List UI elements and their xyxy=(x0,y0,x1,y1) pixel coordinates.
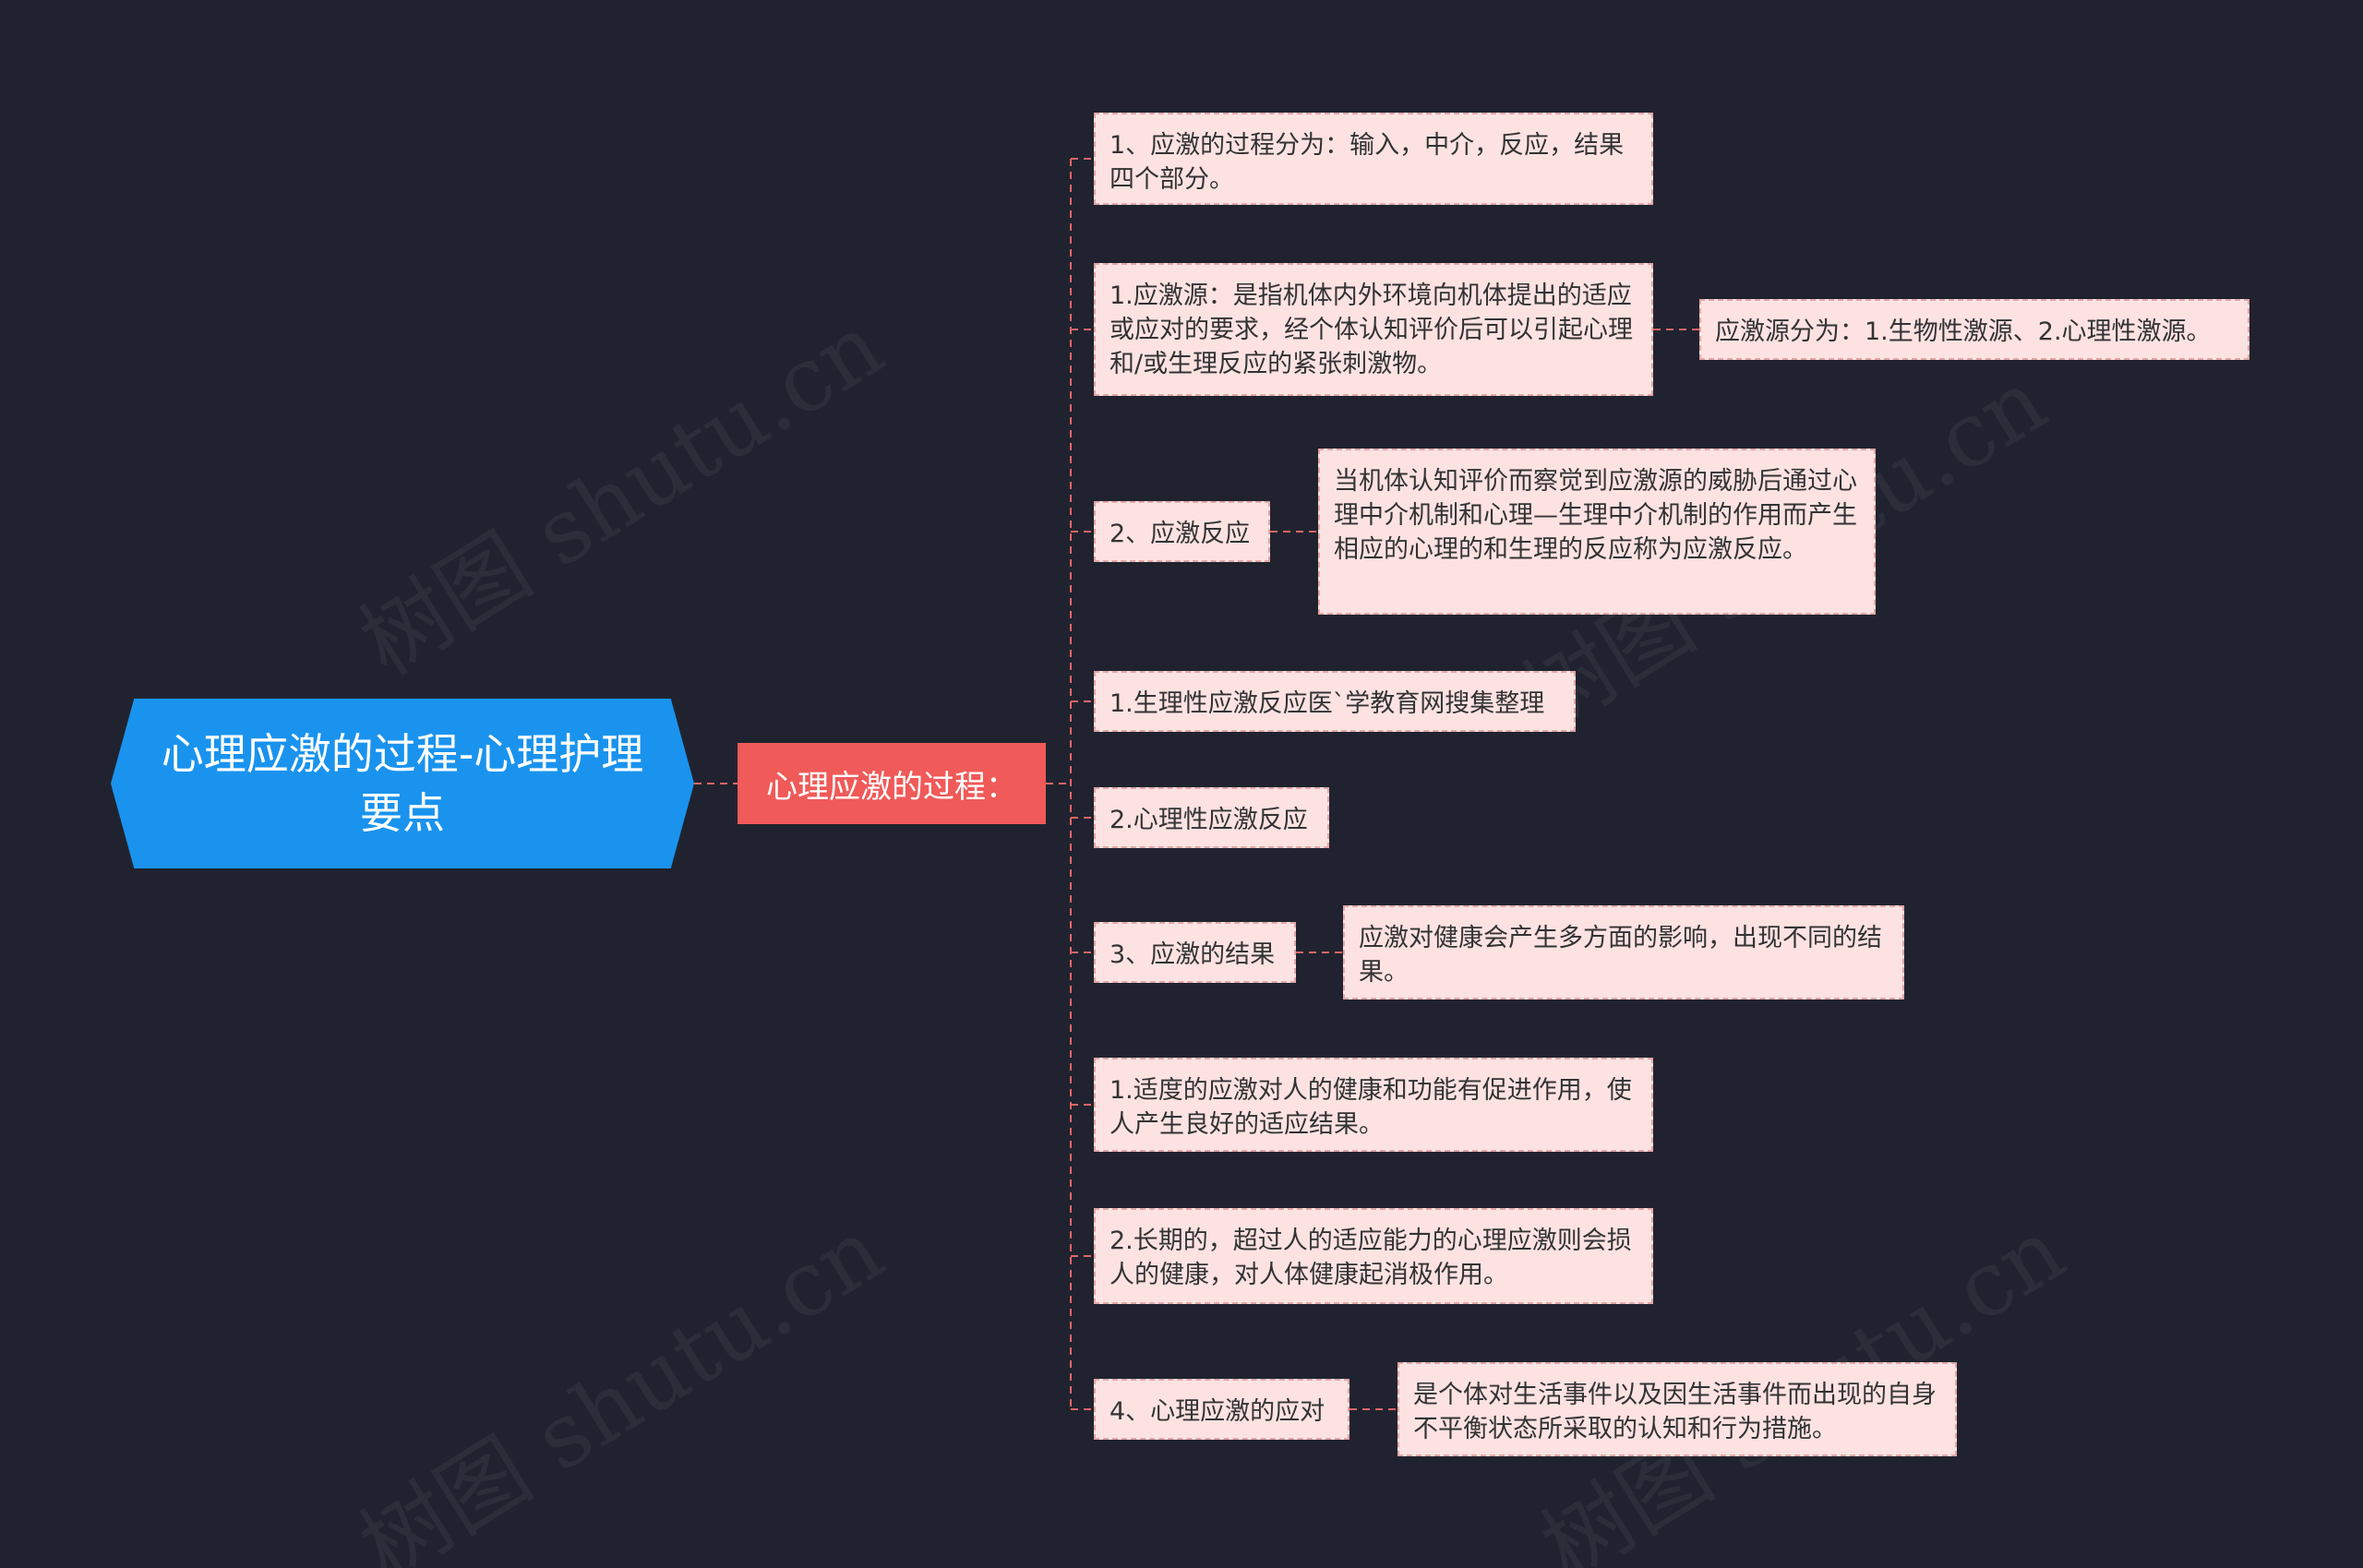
topic-stress-outcome[interactable]: 3、应激的结果 xyxy=(1094,922,1296,983)
topic-stress-coping[interactable]: 4、心理应激的应对 xyxy=(1094,1379,1349,1440)
topic-stress-outcome-detail[interactable]: 应激对健康会产生多方面的影响，出现不同的结果。 xyxy=(1343,905,1904,999)
topic-stressor-detail[interactable]: 应激源分为：1.生物性激源、2.心理性激源。 xyxy=(1699,299,2249,360)
topic-stressor[interactable]: 1.应激源：是指机体内外环境向机体提出的适应或应对的要求，经个体认知评价后可以引… xyxy=(1094,263,1653,396)
main-topic[interactable]: 心理应激的过程： xyxy=(738,743,1046,824)
topic-chronic-stress[interactable]: 2.长期的，超过人的适应能力的心理应激则会损人的健康，对人体健康起消极作用。 xyxy=(1094,1208,1653,1304)
topic-stress-coping-detail[interactable]: 是个体对生活事件以及因生活事件而出现的自身不平衡状态所采取的认知和行为措施。 xyxy=(1397,1362,1957,1456)
topic-moderate-stress[interactable]: 1.适度的应激对人的健康和功能有促进作用，使人产生良好的适应结果。 xyxy=(1094,1058,1653,1152)
topic-stress-response-detail[interactable]: 当机体认知评价而察觉到应激源的威胁后通过心理中介机制和心理—生理中介机制的作用而… xyxy=(1318,449,1876,615)
topic-physiological-response[interactable]: 1.生理性应激反应医`学教育网搜集整理 xyxy=(1094,671,1576,732)
root-topic[interactable]: 心理应激的过程-心理护理要点 xyxy=(111,699,694,868)
topic-process-overview[interactable]: 1、应激的过程分为：输入，中介，反应，结果四个部分。 xyxy=(1094,113,1653,205)
topic-stress-response[interactable]: 2、应激反应 xyxy=(1094,501,1270,562)
topic-psychological-response[interactable]: 2.心理性应激反应 xyxy=(1094,787,1329,848)
